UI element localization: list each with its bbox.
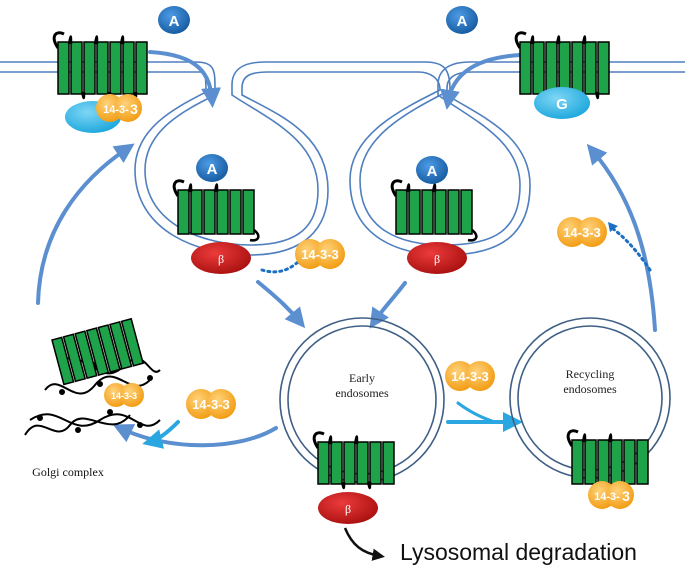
recycling-endosomes-label-line1: Recycling bbox=[566, 367, 615, 381]
svg-text:3: 3 bbox=[622, 488, 630, 504]
arrowhead-14-3-3-release-right bbox=[608, 222, 618, 232]
svg-text:14-3-3: 14-3-3 bbox=[192, 397, 230, 412]
protein-14-3-3-to-recycling: 14-3-3 bbox=[445, 361, 495, 391]
receptor-pit-right bbox=[390, 179, 478, 242]
lysosomal-degradation-label: Lysosomal degradation bbox=[400, 539, 637, 565]
golgi-membrane-coil bbox=[24, 357, 161, 436]
receptor-pit-left bbox=[172, 179, 260, 242]
receptor-early-endosome bbox=[312, 431, 395, 490]
svg-text:β: β bbox=[218, 252, 224, 266]
arrow-golgi-to-membrane bbox=[36, 143, 135, 305]
svg-text:14-3-3: 14-3-3 bbox=[301, 247, 339, 262]
svg-text:A: A bbox=[169, 13, 180, 30]
trafficking-arrows bbox=[36, 50, 657, 448]
agonist-top-left: A bbox=[158, 6, 190, 34]
protein-14-3-3-recycling-bound: 14-3- 3 bbox=[588, 481, 634, 509]
plasma-membrane bbox=[0, 61, 685, 256]
agonist-top-right: A bbox=[446, 6, 478, 34]
arrow-14-3-3-binding-recycling bbox=[456, 401, 497, 424]
early-endosomes-label-line1: Early bbox=[349, 371, 375, 385]
beta-arrestin-early-endosome: β bbox=[318, 492, 378, 524]
arrow-internalization-right bbox=[440, 53, 522, 110]
protein-14-3-3-golgi-free: 14-3-3 bbox=[186, 389, 236, 419]
arrow-14-3-3-release-right bbox=[610, 226, 652, 272]
agonist-pit-left: A bbox=[196, 154, 228, 182]
g-protein-right: G bbox=[534, 87, 590, 119]
golgi-complex-label: Golgi complex bbox=[32, 465, 104, 479]
recycling-endosomes-label-line2: endosomes bbox=[563, 382, 617, 396]
arrow-early-endosome-to-golgi bbox=[112, 424, 278, 448]
arrow-recycling-to-membrane bbox=[586, 143, 657, 332]
protein-14-3-3-golgi-bound: 14-3-3 bbox=[104, 383, 144, 407]
svg-text:A: A bbox=[207, 161, 218, 178]
arrow-lysosomal bbox=[343, 527, 385, 561]
arrow-internalization-left bbox=[148, 50, 222, 108]
beta-arrestin-pit-left: β bbox=[191, 242, 251, 274]
svg-text:14-3-: 14-3- bbox=[103, 104, 129, 116]
arrow-14-3-3-binding-golgi bbox=[142, 420, 180, 449]
arrow-14-3-3-release-left bbox=[260, 258, 302, 274]
beta-arrestin-pit-right: β bbox=[407, 242, 467, 274]
arrow-to-early-endosome-right bbox=[369, 281, 407, 329]
svg-text:14-3-3: 14-3-3 bbox=[563, 225, 601, 240]
golgi-complex bbox=[24, 317, 161, 436]
receptor-golgi bbox=[51, 317, 145, 386]
svg-text:3: 3 bbox=[130, 101, 138, 117]
svg-text:G: G bbox=[556, 96, 568, 113]
svg-text:14-3-: 14-3- bbox=[594, 491, 620, 503]
protein-14-3-3-released-right: 14-3-3 bbox=[557, 217, 607, 247]
svg-text:14-3-3: 14-3-3 bbox=[451, 369, 489, 384]
protein-14-3-3-released-left: 14-3-3 bbox=[295, 239, 345, 269]
protein-14-3-3-membrane-left: 14-3- 3 bbox=[96, 94, 142, 122]
svg-text:β: β bbox=[345, 502, 351, 516]
receptor-membrane-left bbox=[52, 31, 148, 100]
early-endosomes-label-line2: endosomes bbox=[335, 386, 389, 400]
arrow-to-early-endosome-left bbox=[256, 280, 306, 329]
receptor-recycling-endosome bbox=[566, 429, 649, 490]
svg-text:A: A bbox=[457, 13, 468, 30]
bright-arrows bbox=[142, 401, 523, 449]
agonist-pit-right: A bbox=[416, 156, 448, 184]
svg-text:β: β bbox=[434, 252, 440, 266]
svg-text:14-3-3: 14-3-3 bbox=[111, 391, 137, 401]
svg-text:A: A bbox=[427, 163, 438, 180]
